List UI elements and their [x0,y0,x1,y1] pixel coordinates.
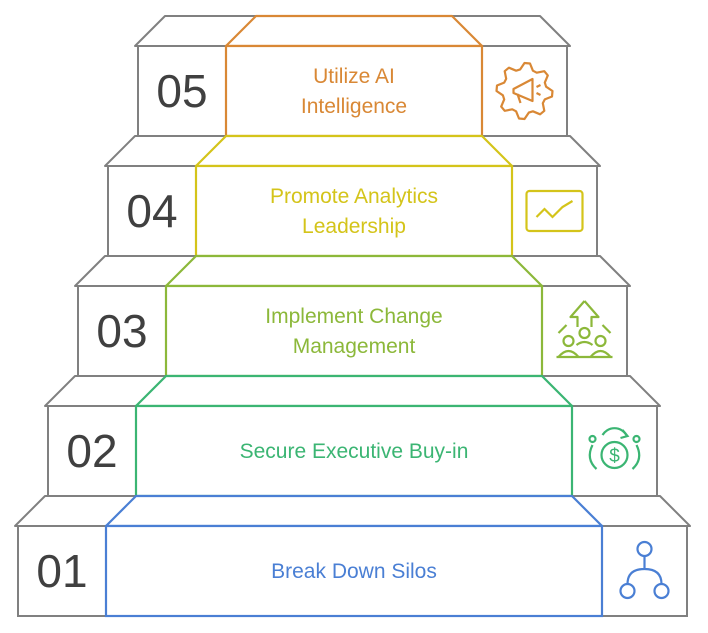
step-05: 05 Utilize AI Intelligence [134,14,571,138]
svg-text:$: $ [609,446,620,467]
step-label-panel [134,404,574,498]
step-colored-tread [224,14,484,48]
step-label-panel [194,164,514,258]
analytics-chart-icon [525,189,584,233]
step-colored-tread [164,254,544,288]
step-number: 05 [156,65,207,117]
money-cycle-icon: $ [588,427,641,470]
step-label-panel [104,524,604,618]
step-label-line: Intelligence [301,95,407,118]
step-01: 01 Break Down Silos [14,494,691,618]
hierarchy-icon [619,540,670,600]
step-label-line: Implement Change [265,305,442,328]
step-label-line: Break Down Silos [271,560,437,583]
step-label-line: Secure Executive Buy-in [240,440,469,463]
step-colored-tread [194,134,514,168]
step-label-line: Leadership [302,215,406,238]
step-number: 04 [126,185,177,237]
step-number: 01 [36,545,87,597]
step-label-line: Management [293,335,416,358]
step-02: 02 Secure Executive Buy-in $ [44,374,661,498]
step-label-panel [164,284,544,378]
step-colored-tread [134,374,574,408]
step-number: 03 [96,305,147,357]
step-label-line: Promote Analytics [270,185,438,208]
team-growth-icon [556,300,613,359]
step-label-line: Utilize AI [313,65,395,88]
step-number: 02 [66,425,117,477]
step-colored-tread [104,494,604,528]
step-label-panel [224,44,484,138]
megaphone-gear-icon [495,61,554,121]
